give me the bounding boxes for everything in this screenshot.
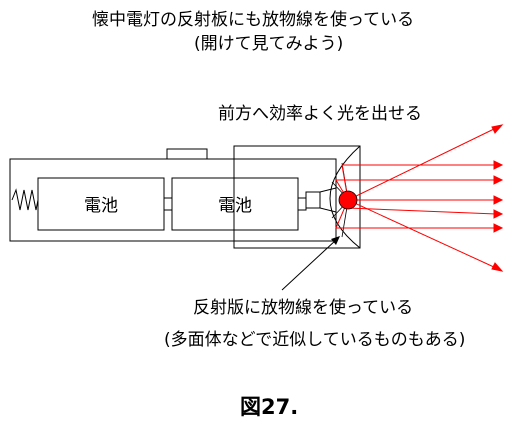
flashlight-body <box>9 158 337 242</box>
reflector-note: (多面体などで近似しているものもある) <box>164 330 466 350</box>
battery-1-terminal <box>163 197 173 211</box>
flashlight-switch <box>166 148 208 160</box>
ray-upper-diverging <box>347 127 497 201</box>
ray-arrowhead <box>493 195 504 205</box>
title-line-1: 懐中電灯の反射板にも放物線を使っている <box>92 10 415 30</box>
ray-arrowhead <box>493 175 504 185</box>
light-rays <box>335 124 504 272</box>
battery-1-label: 電池 <box>84 196 118 216</box>
ray-parallel <box>347 207 497 215</box>
spring <box>11 188 39 211</box>
ray-lower-diverging <box>347 199 497 269</box>
front-light-caption: 前方へ効率よく光を出せる <box>218 104 422 124</box>
bulb-socket <box>305 191 321 209</box>
reflector-caption: 反射版に放物線を使っている <box>193 298 414 318</box>
title-line-2: (開けて見てみよう) <box>194 34 344 54</box>
caption-arrow <box>281 239 337 291</box>
figure-label: 図27. <box>240 395 299 419</box>
ray-arrowhead <box>493 209 504 219</box>
bulb-base <box>319 187 337 213</box>
ray-arrowhead <box>493 160 504 170</box>
battery-2-label: 電池 <box>218 196 252 216</box>
ray-arrowhead <box>493 223 504 233</box>
parabolic-reflector <box>329 145 361 249</box>
caption-arrowhead <box>331 236 340 245</box>
battery-2-terminal <box>297 197 307 211</box>
bulb <box>338 190 358 210</box>
ray-arrowhead <box>491 124 504 134</box>
ray-arrowhead <box>491 262 504 272</box>
